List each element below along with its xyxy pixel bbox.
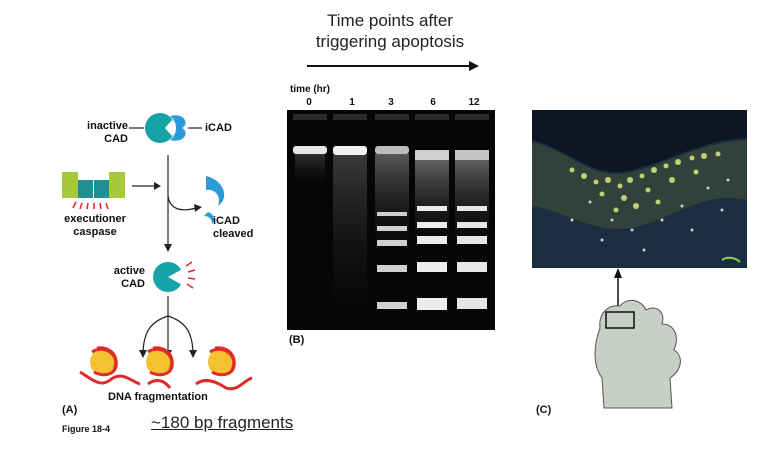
nucleosomes [80,348,252,389]
icad-cleaved-label: iCAD cleaved [213,215,253,241]
executioner-caspase-shape [62,172,125,209]
figure-label: Figure 18-4 [62,424,110,434]
active-cad-label: active CAD [105,265,145,291]
executioner-caspase-label: executioner caspase [60,213,130,239]
title-line-1: Time points after [300,10,480,31]
paw-illustration [570,268,720,418]
caption: ~180 bp fragments [151,413,293,433]
icad-cleaved-shape [206,176,224,206]
inactive-cad-label: inactive CAD [80,120,128,146]
tissue-micrograph [532,110,747,268]
gel-image [287,110,495,330]
time-arrow [305,58,480,74]
title: Time points after triggering apoptosis [300,10,480,52]
panel-c-label: (C) [536,404,551,417]
panel-b-label: (B) [289,334,304,347]
dna-fragmentation-label: DNA fragmentation [108,391,208,404]
time-axis-label: time (hr) [290,83,330,96]
icad-label: iCAD [205,122,232,135]
lane-label-12: 12 [466,96,482,109]
lane-label-3: 3 [383,96,399,109]
lane-label-0: 0 [301,96,317,109]
panel-a-label: (A) [62,404,77,417]
title-line-2: triggering apoptosis [300,31,480,52]
lane-label-1: 1 [344,96,360,109]
active-cad-shape [153,262,195,292]
lane-label-6: 6 [425,96,441,109]
